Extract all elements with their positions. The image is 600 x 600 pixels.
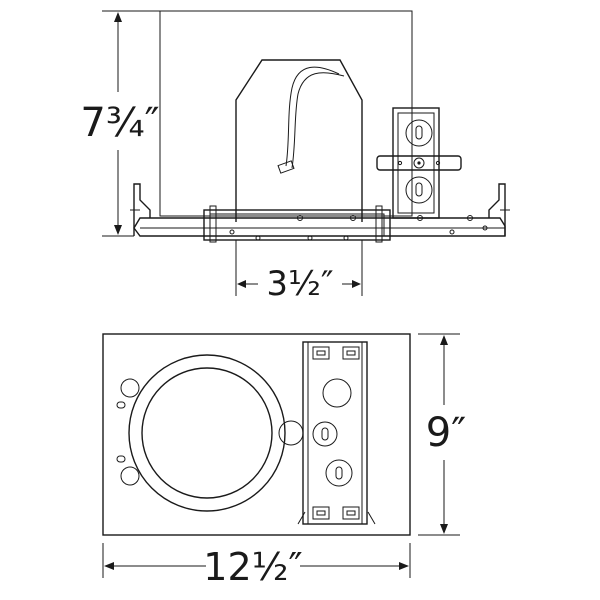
junction-mount-bar: [376, 155, 462, 171]
length-dimension: [102, 543, 411, 578]
wire-lead: [285, 66, 340, 167]
housing-can: [235, 59, 363, 222]
depth-label: 9″: [426, 410, 466, 456]
plaster-frame-rail: [133, 217, 506, 237]
top-knockout-3: [325, 459, 353, 487]
top-view-outline: [102, 333, 411, 536]
aperture-ring-outer: [128, 354, 286, 512]
top-view: [102, 333, 460, 578]
rail-holes: [229, 215, 488, 241]
left-hanger-bracket: [133, 183, 151, 236]
junction-box: [392, 107, 440, 219]
side-view: [102, 10, 510, 296]
wire-connector: [277, 160, 295, 174]
knockout-upper: [405, 119, 433, 147]
top-junction-box: [302, 341, 368, 525]
height-dimension: [102, 10, 160, 237]
depth-dimension: [418, 333, 460, 536]
length-label: 12½″: [203, 545, 302, 589]
knockout-lower: [405, 176, 433, 204]
aperture-ring-inner: [141, 367, 273, 499]
aperture-dimension: [235, 240, 363, 296]
top-knockout-1: [322, 378, 352, 408]
height-label: 7¾″: [80, 100, 159, 146]
housing-outline-box: [159, 10, 413, 217]
top-knockout-2: [312, 421, 338, 447]
aperture-label: 3½″: [266, 264, 333, 304]
right-hanger-bracket: [488, 183, 506, 236]
